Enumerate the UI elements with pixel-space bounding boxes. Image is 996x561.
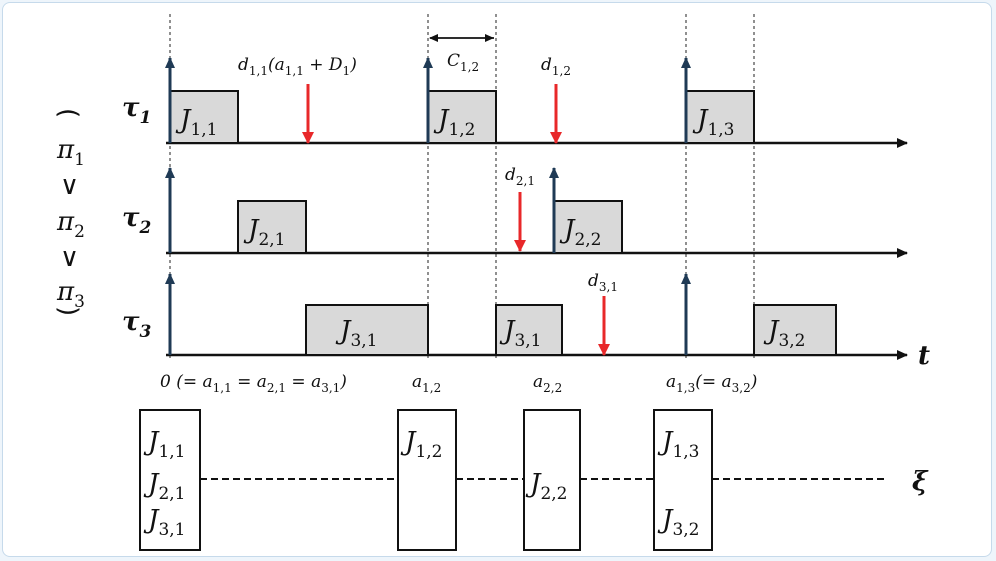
job-box-j32 <box>753 304 837 356</box>
priority-close-paren: ) <box>53 306 83 316</box>
xi-box-4 <box>653 409 713 551</box>
job-label-j21: J2,1 <box>243 215 285 250</box>
xi-label-j12: J1,2 <box>400 427 442 462</box>
priority-pi3: π3 <box>56 277 85 312</box>
job-box-j11 <box>169 90 239 144</box>
task-label-tau2: τ2 <box>122 203 152 238</box>
priority-pi1: π1 <box>56 135 85 170</box>
xi-label-j11: J1,1 <box>143 427 185 462</box>
job-box-j31b <box>495 304 563 356</box>
arrival-arrows <box>165 57 691 355</box>
xi-box-1 <box>139 409 201 551</box>
priority-gt1: ∨ <box>60 171 79 201</box>
deadline-label-d31: d3,1 <box>588 271 618 294</box>
time-label-a22: a2,2 <box>533 372 562 395</box>
job-label-j13: J1,3 <box>692 105 734 140</box>
time-label-a13: a1,3(= a3,2) <box>666 372 757 395</box>
job-box-j21 <box>237 200 307 254</box>
job-label-j31a: J3,1 <box>335 316 377 351</box>
job-box-j22 <box>553 200 623 254</box>
job-boxes <box>169 90 837 356</box>
deadline-label-d12: d1,2 <box>541 55 571 78</box>
job-label-j11: J1,1 <box>175 105 217 140</box>
priority-gt2: ∨ <box>60 243 79 273</box>
xi-box-3 <box>523 409 581 551</box>
xi-label-j21: J2,1 <box>143 469 185 504</box>
job-label-j22: J2,2 <box>559 215 601 250</box>
c12-label: C1,2 <box>447 51 479 74</box>
task-label-tau1: τ1 <box>122 93 151 128</box>
xi-label-j31: J3,1 <box>143 505 185 540</box>
deadline-label-d11: d1,1(a1,1 + D1) <box>238 55 357 78</box>
job-label-j12: J1,2 <box>433 105 475 140</box>
xi-label-j32: J3,2 <box>657 505 699 540</box>
priority-pi2: π2 <box>56 207 85 242</box>
time-axis-label: t <box>918 341 930 371</box>
deadline-label-d21: d2,1 <box>505 165 535 188</box>
job-label-j31b: J3,1 <box>499 316 541 351</box>
job-box-j12 <box>427 90 497 144</box>
job-box-j31a <box>305 304 429 356</box>
priority-open-paren: ( <box>53 108 83 118</box>
time-label-a12: a1,2 <box>412 372 441 395</box>
priority-ordering: ( π1 ∨ π2 ∨ π3 ) <box>53 108 85 316</box>
deadline-arrows <box>302 84 610 356</box>
xi-label: ξ <box>912 467 929 497</box>
xi-boxes <box>139 409 713 551</box>
xi-label-j13: J1,3 <box>657 427 699 462</box>
task-label-tau3: τ3 <box>122 307 152 342</box>
job-label-j32: J3,2 <box>763 316 805 351</box>
xi-label-j22: J2,2 <box>525 469 567 504</box>
time-label-t0: 0 (= a1,1 = a2,1 = a3,1) <box>160 372 347 395</box>
job-box-j13 <box>685 90 755 144</box>
xi-box-2 <box>397 409 457 551</box>
